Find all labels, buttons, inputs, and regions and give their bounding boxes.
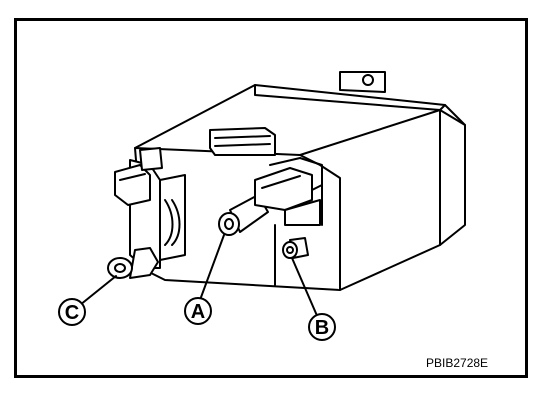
vent-valve-connector [114,147,163,206]
callout-c-circle [58,298,86,326]
leader-line-a [199,234,225,301]
callout-a-circle [184,297,212,325]
callout-b-circle [308,313,336,341]
port-b [282,237,309,259]
figure-id-label: PBIB2728E [426,356,488,370]
callout-b-label: B [315,317,329,339]
port-c [107,247,159,279]
callout-c-label: C [65,302,79,324]
mounting-tab [339,71,386,93]
leader-line-c [79,275,117,306]
top-port-block [209,127,276,156]
leader-line-b [291,257,319,319]
solenoid-connector [254,157,323,286]
leader-lines [79,234,319,319]
callout-a-label: A [191,301,205,323]
